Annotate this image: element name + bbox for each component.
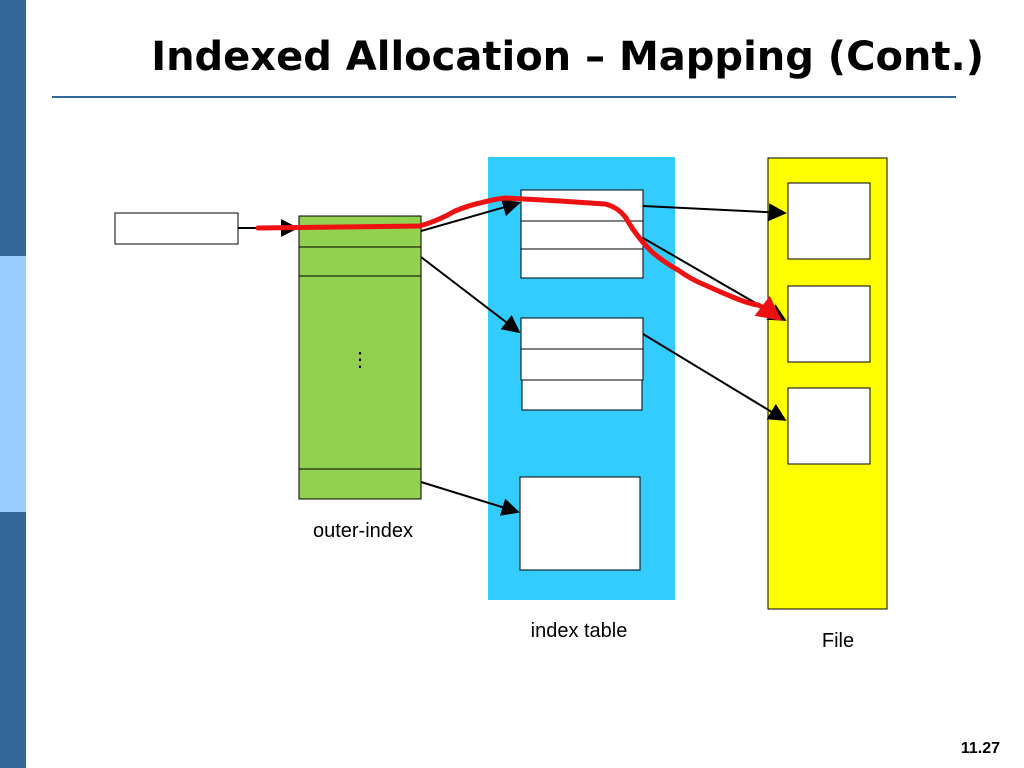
outer-index-label: outer-index [313, 520, 413, 542]
slide-title: Indexed Allocation – Mapping (Cont.) [151, 34, 984, 80]
file-data-block [787, 285, 871, 363]
sidebar-band-middle [0, 256, 26, 512]
inner-index-entry [521, 379, 643, 411]
pointer-arrow [420, 198, 521, 232]
logical-address-box [114, 212, 239, 245]
file-block [767, 157, 888, 610]
index-table-block [488, 157, 675, 600]
slide-sidebar [0, 0, 26, 768]
inner-index-entry [520, 220, 644, 250]
pointer-arrow [420, 481, 520, 516]
inner-index-block [519, 476, 641, 571]
file-data-block [787, 387, 871, 465]
index-table-label: index table [531, 620, 628, 642]
pointer-arrow [642, 203, 787, 222]
sidebar-band-top [0, 0, 26, 256]
file-label: File [822, 630, 854, 652]
inner-index-entry [520, 317, 644, 350]
title-underline [52, 96, 956, 98]
inner-index-entry [520, 248, 644, 279]
pointer-arrow [420, 256, 521, 334]
outer-index-block: ⋮ [298, 215, 422, 500]
page-number: 11.27 [960, 740, 1000, 757]
sidebar-band-bottom [0, 512, 26, 768]
file-data-block [787, 182, 871, 260]
outer-index-ellipsis: ⋮ [350, 349, 370, 371]
address-translation-path [255, 195, 782, 322]
inner-index-entry [520, 348, 644, 381]
pointer-arrow [642, 333, 787, 421]
outer-index-table [298, 215, 422, 500]
